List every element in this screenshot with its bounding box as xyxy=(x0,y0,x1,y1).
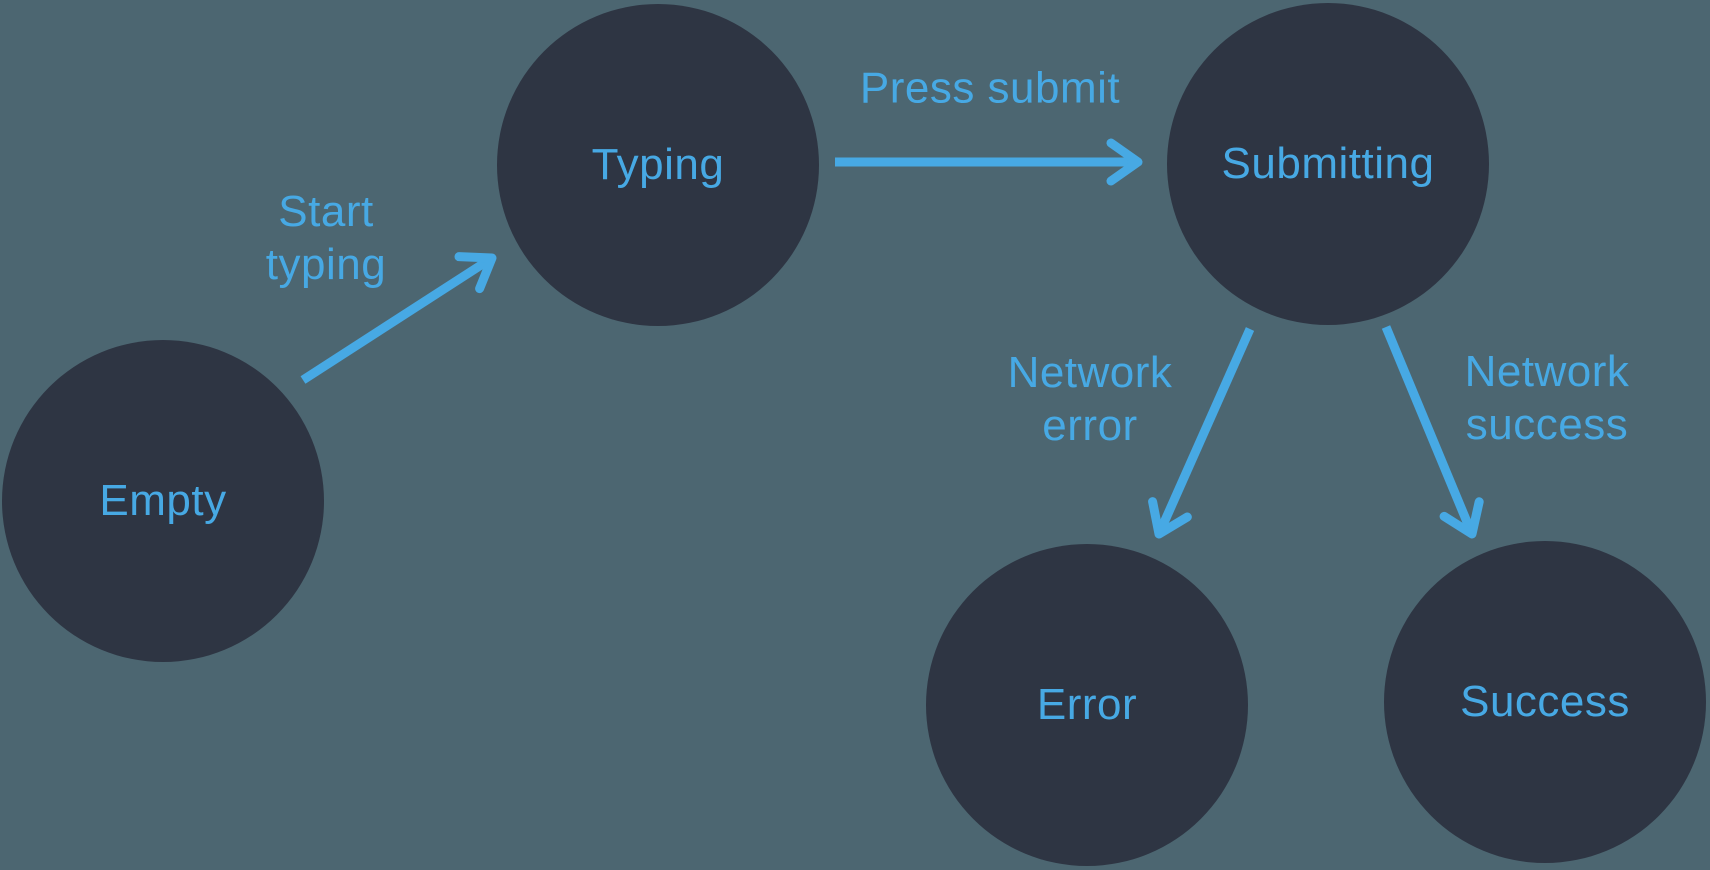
edge-label-line: Network xyxy=(1464,347,1630,396)
edge-arrow-start-typing xyxy=(300,252,497,384)
state-node-success-label: Success xyxy=(1460,677,1630,726)
edge-label-line: error xyxy=(1042,401,1138,450)
edge-label-line: success xyxy=(1465,400,1629,449)
edge-label-line: typing xyxy=(265,240,387,289)
state-node-empty: Empty xyxy=(2,340,324,662)
edge-label-network-success: Network success xyxy=(1465,345,1630,451)
state-node-submitting-label: Submitting xyxy=(1221,139,1435,188)
state-node-typing: Typing xyxy=(497,4,819,326)
state-node-submitting: Submitting xyxy=(1167,3,1489,325)
edge-label-press-submit: Press submit xyxy=(860,62,1120,115)
state-node-success: Success xyxy=(1384,541,1706,863)
state-node-empty-label: Empty xyxy=(99,476,227,525)
state-node-error-label: Error xyxy=(1036,680,1138,729)
edge-label-line: Press submit xyxy=(859,63,1121,113)
edge-label-start-typing: Start typing xyxy=(266,185,386,291)
edge-label-line: Network xyxy=(1007,348,1173,397)
edge-arrow-network-error xyxy=(1148,327,1255,539)
state-node-error: Error xyxy=(926,544,1248,866)
edge-label-line: Start xyxy=(278,187,374,236)
edge-label-network-error: Network error xyxy=(1008,346,1173,452)
edge-arrow-network-success xyxy=(1381,325,1484,539)
state-node-typing-label: Typing xyxy=(591,140,725,189)
